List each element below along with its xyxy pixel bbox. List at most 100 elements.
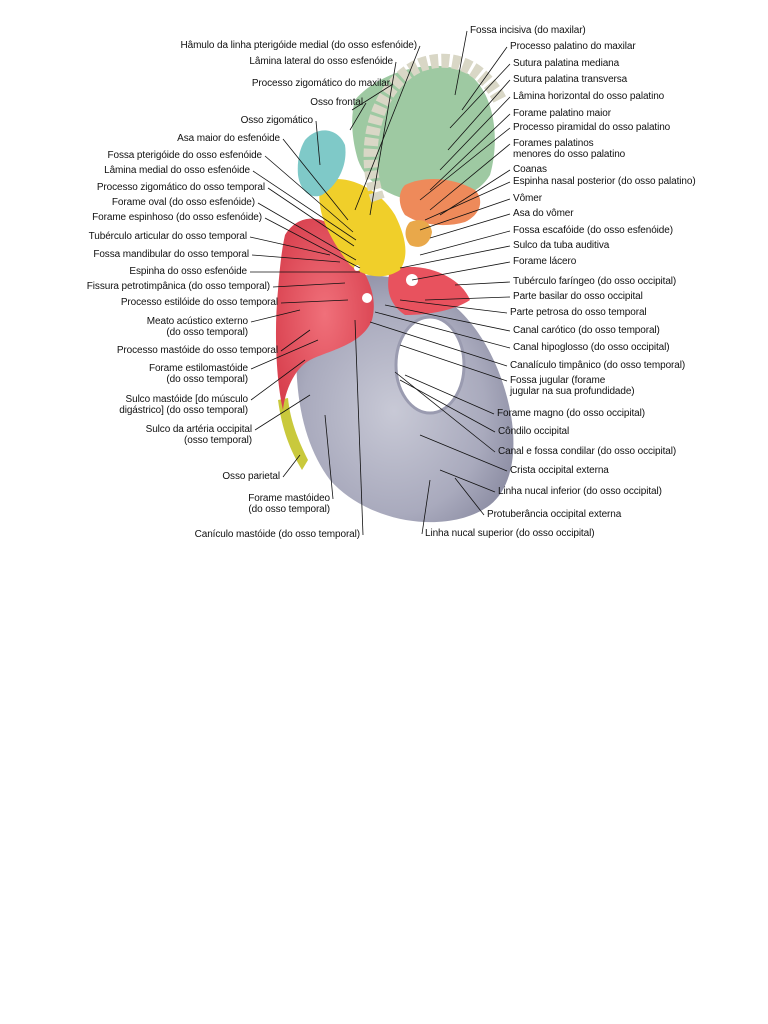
left-leader-12 <box>251 254 341 263</box>
left-label-7: Lâmina medial do osso esfenóide <box>104 165 250 176</box>
left-label-17: Processo mastóide do osso temporal <box>116 345 278 356</box>
right-leader-11 <box>429 213 511 239</box>
left-leader-21 <box>282 454 301 478</box>
left-leader-22 <box>324 414 334 500</box>
right-label-8: Coanas <box>513 164 547 175</box>
right-label-11: Asa do vômer <box>513 208 574 219</box>
right-leader-9 <box>424 181 511 221</box>
right-leader-8 <box>439 169 511 216</box>
left-leader-20 <box>254 394 311 431</box>
left-leader-2 <box>351 83 394 111</box>
left-leader-10 <box>264 217 361 269</box>
right-leader-24 <box>394 371 496 453</box>
right-label-25: Crista occipital externa <box>510 465 609 476</box>
right-leader-25 <box>419 434 508 472</box>
right-label-2: Sutura palatina mediana <box>513 58 620 69</box>
teeth <box>363 53 507 203</box>
left-leader-11 <box>249 236 331 256</box>
left-leader-5 <box>282 138 349 221</box>
left-label-8: Processo zigomático do osso temporal <box>96 182 265 193</box>
right-label-14: Forame lácero <box>513 256 577 267</box>
right-leader-21 <box>399 344 508 382</box>
left-leader-9 <box>257 202 357 261</box>
left-label-10: Forame espinhoso (do osso esfenóide) <box>92 212 262 223</box>
right-label-28: Linha nucal superior (do osso occipital) <box>425 528 595 539</box>
left-leader-3 <box>349 102 367 131</box>
right-leader-26 <box>439 469 496 493</box>
left-label-9: Forame oval (do osso esfenóide) <box>111 197 255 208</box>
left-label-22: Forame mastóideo(do osso temporal) <box>248 493 330 515</box>
left-leader-23 <box>354 319 364 536</box>
right-leader-16 <box>424 296 511 301</box>
left-label-2: Processo zigomático do maxilar <box>251 78 390 89</box>
right-label-12: Fossa escafóide (do osso esfenóide) <box>513 225 673 236</box>
right-label-18: Canal carótico (do osso temporal) <box>513 325 660 336</box>
zygomatic-bone <box>297 130 346 197</box>
right-leader-10 <box>419 198 511 231</box>
right-leader-4 <box>439 96 511 171</box>
left-label-5: Asa maior do esfenóide <box>177 133 280 144</box>
left-leader-18 <box>250 339 319 370</box>
left-leader-17 <box>280 329 311 352</box>
left-leader-19 <box>250 359 306 401</box>
left-leader-1 <box>369 61 397 216</box>
right-label-1: Processo palatino do maxilar <box>510 41 636 52</box>
left-label-11: Tubérculo articular do osso temporal <box>88 231 247 242</box>
left-label-1: Lâmina lateral do osso esfenóide <box>249 56 393 67</box>
right-leader-14 <box>411 261 511 281</box>
left-label-16: Meato acústico externo(do osso temporal) <box>146 316 248 338</box>
left-leader-7 <box>252 170 357 241</box>
right-leader-18 <box>384 304 511 332</box>
right-label-19: Canal hipoglosso (do osso occipital) <box>513 342 670 353</box>
right-leader-15 <box>454 281 511 286</box>
right-leader-5 <box>429 113 511 191</box>
right-label-13: Sulco da tuba auditiva <box>513 240 610 251</box>
left-leader-14 <box>272 282 346 288</box>
right-label-10: Vômer <box>513 193 542 204</box>
foramen-ovale <box>354 265 360 271</box>
right-leader-27 <box>454 477 485 516</box>
left-leader-4 <box>315 120 321 166</box>
left-leader-0 <box>354 45 421 211</box>
right-leader-7 <box>429 143 511 211</box>
left-leader-8 <box>267 187 355 247</box>
left-label-0: Hâmulo da linha pterigóide medial (do os… <box>180 40 417 51</box>
right-leader-2 <box>449 63 511 129</box>
right-leader-3 <box>447 79 511 151</box>
temporal-bone-right <box>388 266 470 315</box>
right-leader-1 <box>461 46 508 111</box>
left-leader-16 <box>250 309 301 323</box>
right-leader-12 <box>419 230 511 256</box>
right-label-4: Lâmina horizontal do osso palatino <box>513 91 665 102</box>
right-label-5: Forame palatino maior <box>513 108 611 119</box>
right-label-27: Protuberância occipital externa <box>487 509 622 520</box>
right-label-24: Canal e fossa condilar (do osso occipita… <box>498 446 677 457</box>
left-label-18: Forame estilomastóide(do osso temporal) <box>148 363 248 385</box>
parietal-bone <box>278 398 308 470</box>
right-leader-13 <box>399 245 511 269</box>
left-label-3: Osso frontal <box>310 97 363 108</box>
left-leader-15 <box>280 299 349 304</box>
right-leader-20 <box>369 321 508 367</box>
carotid-canal <box>362 293 372 303</box>
right-leader-17 <box>399 299 508 314</box>
right-label-17: Parte petrosa do osso temporal <box>510 307 647 318</box>
left-label-12: Fossa mandibular do osso temporal <box>93 249 249 260</box>
right-label-3: Sutura palatina transversa <box>513 74 628 85</box>
right-label-23: Côndilo occipital <box>498 426 570 437</box>
right-label-9: Espinha nasal posterior (do osso palatin… <box>513 176 696 187</box>
right-leader-19 <box>374 311 511 349</box>
left-label-14: Fissura petrotimpânica (do osso temporal… <box>86 281 270 292</box>
temporal-bone <box>275 218 374 410</box>
right-leader-6 <box>419 127 511 201</box>
vomer-bone <box>405 220 432 247</box>
right-label-16: Parte basilar do osso occipital <box>513 291 643 302</box>
right-leader-0 <box>454 30 468 96</box>
left-label-13: Espinha do osso esfenóide <box>129 266 247 277</box>
left-label-20: Sulco da artéria occipital(osso temporal… <box>145 424 252 446</box>
left-label-15: Processo estilóide do osso temporal <box>120 297 278 308</box>
